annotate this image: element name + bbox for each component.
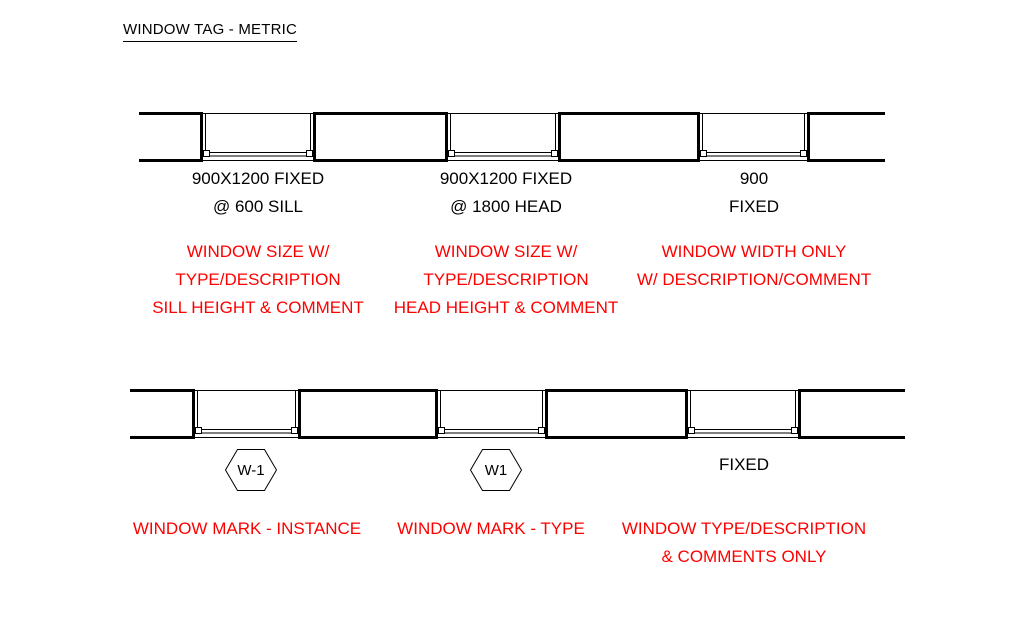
annotation-line: & COMMENTS ONLY [661,547,827,566]
annotation-width-only: WINDOW WIDTH ONLY W/ DESCRIPTION/COMMENT [584,238,924,294]
annotation-line: WINDOW MARK - TYPE [397,519,585,538]
annotation-size-sill: WINDOW SIZE W/ TYPE/DESCRIPTION SILL HEI… [88,238,428,322]
window-tag-description-only: FIXED [574,451,914,479]
annotation-line: TYPE/DESCRIPTION [423,270,589,289]
annotation-line: WINDOW TYPE/DESCRIPTION [621,519,867,538]
annotation-line: SILL HEIGHT & COMMENT [152,298,364,317]
window-mark-text: W-1 [237,462,264,479]
window-frame-block [551,150,558,157]
window-frame-block [203,150,210,157]
annotation-line: WINDOW SIZE W/ [186,242,330,261]
window-frame-block [800,150,807,157]
window-frame-block [291,427,298,434]
wall-plan-strip-bottom [130,389,905,439]
annotation-line: WINDOW MARK - INSTANCE [132,519,362,538]
hexagon-outline [225,449,277,491]
annotation-line: W/ DESCRIPTION/COMMENT [636,270,872,289]
window-mark-hexagon-type: W1 [470,449,522,491]
window-frame-block [306,150,313,157]
annotation-description-comments: WINDOW TYPE/DESCRIPTION & COMMENTS ONLY [574,515,914,571]
annotation-line: HEAD HEIGHT & COMMENT [393,298,619,317]
annotation-line: WINDOW SIZE W/ [434,242,578,261]
window-tag-line: FIXED [718,455,770,474]
window-tag-size-sill: 900X1200 FIXED @ 600 SILL [88,165,428,221]
window-mark-hexagon-instance: W-1 [225,449,277,491]
annotation-size-head: WINDOW SIZE W/ TYPE/DESCRIPTION HEAD HEI… [336,238,676,322]
sheet-title: WINDOW TAG - METRIC [123,21,298,42]
hexagon-outline [470,449,522,491]
window-tag-line: 900X1200 FIXED [439,169,573,188]
annotation-mark-instance: WINDOW MARK - INSTANCE [77,515,417,543]
annotation-mark-type: WINDOW MARK - TYPE [321,515,661,543]
annotation-line: WINDOW WIDTH ONLY [661,242,847,261]
window-tag-line: FIXED [728,197,780,216]
window-frame-block [538,427,545,434]
window-tag-width-only: 900 FIXED [584,165,924,221]
window-tag-size-head: 900X1200 FIXED @ 1800 HEAD [336,165,676,221]
window-tag-line: 900X1200 FIXED [191,169,325,188]
window-frame-block [195,427,202,434]
window-frame-block [700,150,707,157]
window-frame-block [448,150,455,157]
window-frame-block [688,427,695,434]
window-frame-block [438,427,445,434]
wall-plan-strip-top [139,112,885,162]
window-tag-line: 900 [739,169,769,188]
window-frame-block [791,427,798,434]
window-mark-text: W1 [485,462,508,479]
window-tag-line: @ 1800 HEAD [450,197,562,216]
window-tag-line: @ 600 SILL [212,197,304,216]
annotation-line: TYPE/DESCRIPTION [175,270,341,289]
